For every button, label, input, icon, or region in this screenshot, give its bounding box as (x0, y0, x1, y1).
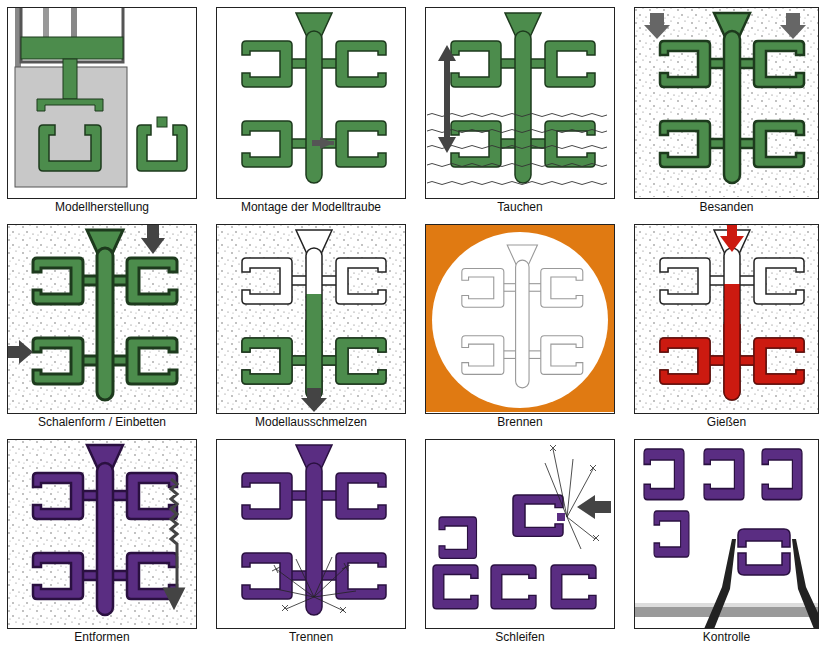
process-panel: Gießen (634, 224, 819, 414)
step-caption: Brennen (416, 415, 624, 429)
process-panel: Modellausschmelzen (216, 224, 406, 414)
step-caption: Besanden (625, 200, 819, 214)
step-caption: Tauchen (416, 200, 624, 214)
step-caption: Modellausschmelzen (207, 415, 415, 429)
step-caption: Entformen (0, 630, 206, 644)
process-panel: Besanden (634, 7, 819, 199)
step-caption: Montage der Modelltraube (207, 200, 415, 214)
step-caption: Schleifen (416, 630, 624, 644)
process-panel: Trennen (216, 439, 406, 629)
process-panel: Schleifen (425, 439, 615, 629)
process-panel: Schalenform / Einbetten (7, 224, 197, 414)
process-panel: Entformen (7, 439, 197, 629)
step-caption: Schalenform / Einbetten (0, 415, 206, 429)
step-caption: Trennen (207, 630, 415, 644)
process-panel: Tauchen (425, 7, 615, 199)
step-caption: Modellherstellung (0, 200, 206, 214)
process-panel: Modellherstellung (7, 7, 197, 199)
process-panel: Kontrolle (634, 439, 819, 629)
step-caption: Gießen (625, 415, 819, 429)
process-panel: Brennen (425, 224, 615, 414)
process-panel: Montage der Modelltraube (216, 7, 406, 199)
step-caption: Kontrolle (625, 630, 819, 644)
